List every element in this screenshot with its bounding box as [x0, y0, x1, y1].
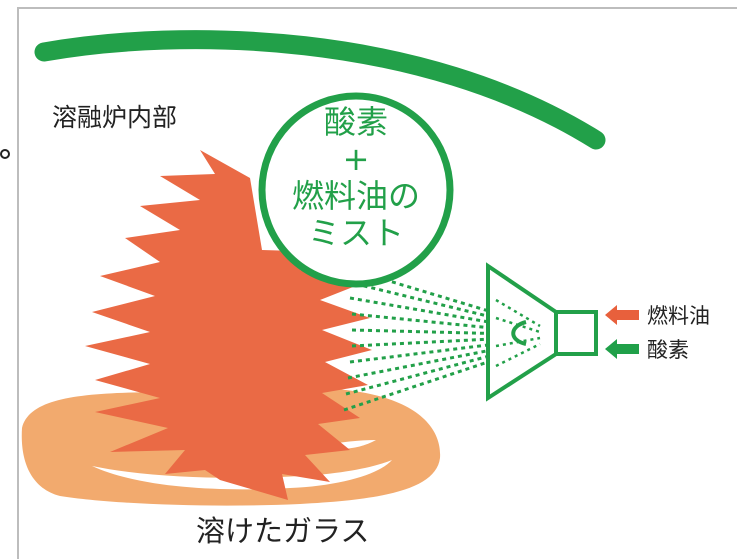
- bubble-text: 酸素 + 燃料油の ミスト: [258, 104, 454, 252]
- nozzle-cone: [486, 262, 558, 402]
- burner-nozzle: [486, 262, 598, 402]
- red-arrow-icon: [605, 305, 639, 325]
- legend-fuel-oil: 燃料油: [605, 302, 710, 328]
- mist-spray-lines: [343, 266, 513, 412]
- small-circle-mark: [0, 149, 10, 159]
- green-arrow-icon: [605, 339, 639, 359]
- bubble-line-oxygen: 酸素: [323, 103, 388, 141]
- furnace-interior-label: 溶融炉内部: [52, 103, 178, 132]
- mist-bubble-circle: [258, 92, 454, 288]
- molten-glass-label: 溶けたガラス: [196, 514, 370, 548]
- legend-fuel-oil-label: 燃料油: [647, 304, 710, 328]
- bubble-line-fuel: 燃料油の: [291, 177, 420, 215]
- furnace-roof-arc: [34, 30, 606, 150]
- flame-burst: [85, 150, 372, 500]
- nozzle-tip: [511, 320, 527, 346]
- legend-oxygen: 酸素: [605, 336, 689, 362]
- nozzle-spray-dots: [495, 298, 541, 368]
- bubble-line-mist: ミスト: [307, 214, 404, 252]
- legend-oxygen-label: 酸素: [647, 338, 689, 362]
- bubble-line-plus: +: [342, 140, 370, 178]
- glass-highlight: [92, 460, 392, 490]
- frame-border: [17, 7, 737, 559]
- nozzle-pipe: [554, 310, 598, 356]
